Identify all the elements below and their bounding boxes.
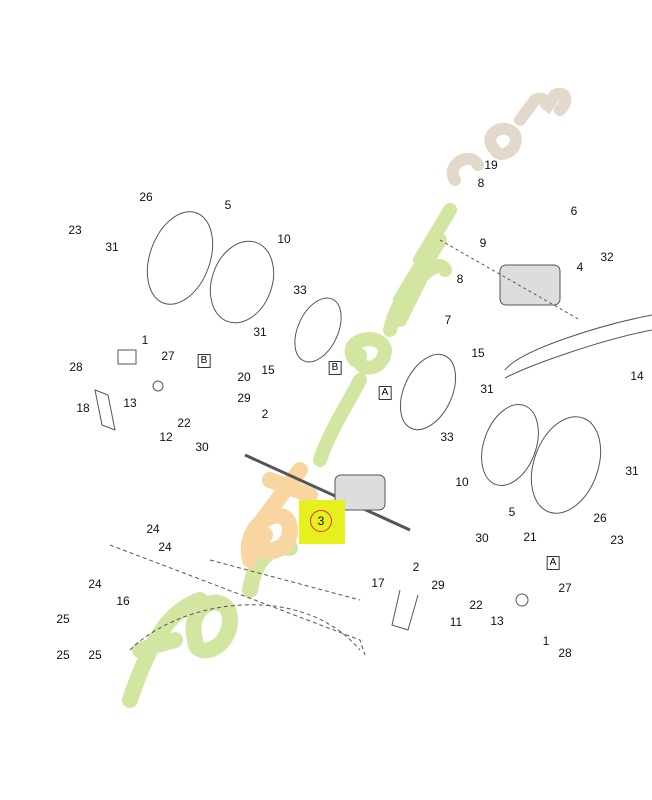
callout-9[interactable]: 9 [479, 236, 487, 250]
belt [504, 314, 652, 379]
callout-16[interactable]: 16 [116, 594, 130, 608]
top-axle [439, 239, 581, 321]
callout-24[interactable]: 24 [146, 522, 160, 536]
callout-26[interactable]: 26 [139, 190, 153, 204]
callout-5[interactable]: 5 [224, 198, 232, 212]
wheel-left-tire [146, 211, 214, 305]
washer-13 [515, 593, 529, 607]
wheel-right-hub [481, 404, 539, 486]
gearbox [334, 474, 386, 511]
callout-1[interactable]: 1 [542, 634, 550, 648]
callout-14[interactable]: 14 [630, 369, 644, 383]
callout-1[interactable]: 1 [141, 333, 149, 347]
lever-18 [94, 389, 116, 431]
gearbox-top [499, 264, 561, 306]
callout-13[interactable]: 13 [490, 614, 504, 628]
callout-31[interactable]: 31 [105, 240, 119, 254]
callout-32[interactable]: 32 [600, 250, 614, 264]
callout-24[interactable]: 24 [158, 540, 172, 554]
callout-13[interactable]: 13 [123, 396, 137, 410]
washer-13-left [152, 380, 164, 392]
callout-15[interactable]: 15 [261, 363, 275, 377]
callout-23[interactable]: 23 [610, 533, 624, 547]
callout-26[interactable]: 26 [593, 511, 607, 525]
callout-31[interactable]: 31 [625, 464, 639, 478]
lever-17 [391, 589, 419, 631]
callout-18[interactable]: 18 [76, 401, 90, 415]
wheel-left-hub [209, 240, 275, 324]
callout-2[interactable]: 2 [412, 560, 420, 574]
callout-21[interactable]: 21 [523, 530, 537, 544]
callout-31[interactable]: 31 [480, 382, 494, 396]
callout-30[interactable]: 30 [195, 440, 209, 454]
callout-28[interactable]: 28 [558, 646, 572, 660]
callout-7[interactable]: 7 [444, 313, 452, 327]
callout-28[interactable]: 28 [69, 360, 83, 374]
callout-33[interactable]: 33 [440, 430, 454, 444]
reference-box-A: A [378, 386, 392, 400]
highlighted-part-3[interactable]: 3 [310, 510, 332, 532]
reference-box-B: B [197, 354, 211, 368]
callout-6[interactable]: 6 [570, 204, 578, 218]
callout-4[interactable]: 4 [576, 260, 584, 274]
watermark-stroke-for [122, 539, 298, 708]
callout-12[interactable]: 12 [159, 430, 173, 444]
reference-box-B: B [328, 361, 342, 375]
callout-11[interactable]: 11 [449, 615, 463, 629]
callout-29[interactable]: 29 [431, 578, 445, 592]
callout-24[interactable]: 24 [88, 577, 102, 591]
cover-disc-left [294, 297, 342, 363]
callout-27[interactable]: 27 [558, 581, 572, 595]
callout-5[interactable]: 5 [508, 505, 516, 519]
wheel-right-tire [530, 416, 602, 514]
callout-10[interactable]: 10 [455, 475, 469, 489]
callout-20[interactable]: 20 [237, 370, 251, 384]
reference-box-A: A [546, 556, 560, 570]
callout-15[interactable]: 15 [471, 346, 485, 360]
callout-2[interactable]: 2 [261, 407, 269, 421]
callout-27[interactable]: 27 [161, 349, 175, 363]
watermark-stroke-com [446, 87, 572, 186]
callout-8[interactable]: 8 [456, 272, 464, 286]
callout-8[interactable]: 8 [477, 176, 485, 190]
cover-disc-right [399, 353, 457, 431]
watermark-stroke-et [240, 462, 318, 568]
watermark-stroke-jardin [313, 203, 457, 467]
bushing-1 [117, 349, 137, 365]
callout-31[interactable]: 31 [253, 325, 267, 339]
callout-23[interactable]: 23 [68, 223, 82, 237]
callout-33[interactable]: 33 [293, 283, 307, 297]
callout-25[interactable]: 25 [56, 612, 70, 626]
callout-19[interactable]: 19 [484, 158, 498, 172]
callout-25[interactable]: 25 [56, 648, 70, 662]
callout-29[interactable]: 29 [237, 391, 251, 405]
callout-22[interactable]: 22 [177, 416, 191, 430]
callout-17[interactable]: 17 [371, 576, 385, 590]
chassis-outline [109, 544, 366, 656]
axle [244, 453, 411, 532]
callout-25[interactable]: 25 [88, 648, 102, 662]
callout-10[interactable]: 10 [277, 232, 291, 246]
callout-30[interactable]: 30 [475, 531, 489, 545]
callout-22[interactable]: 22 [469, 598, 483, 612]
